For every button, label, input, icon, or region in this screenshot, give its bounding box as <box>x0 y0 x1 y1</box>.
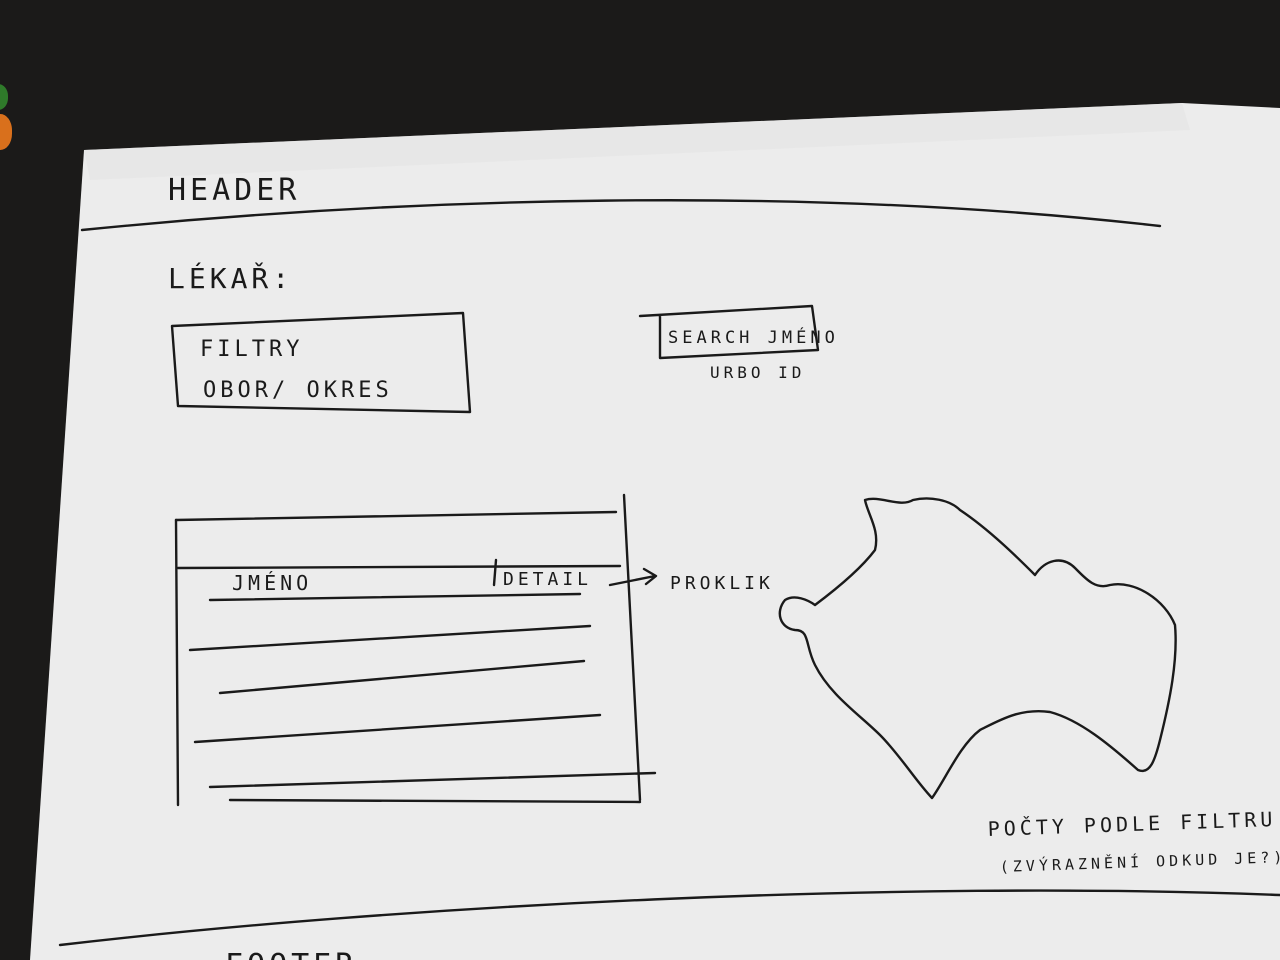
table-header-detail: DETAIL <box>503 569 592 590</box>
filters-box <box>170 311 472 414</box>
filters-title: FILTRY <box>200 337 303 362</box>
search-box <box>638 304 820 360</box>
header-divider <box>80 199 1162 232</box>
footer-divider <box>58 889 1280 947</box>
link-note: PROKLIK <box>670 573 774 594</box>
footer-label: FOOTER <box>225 948 357 960</box>
desk-object-green <box>0 84 8 110</box>
table-header-name: JMÉNO <box>232 571 312 595</box>
page-title: LÉKAŘ: <box>168 261 293 295</box>
header-label: HEADER <box>168 173 300 208</box>
paper-shadow <box>84 103 1190 180</box>
desk-object-orange <box>0 114 12 150</box>
filters-options: OBOR/ OKRES <box>203 378 393 403</box>
proklik-arrow <box>608 567 658 587</box>
map-outline <box>778 497 1177 800</box>
doctor-table <box>174 493 657 807</box>
search-label: SEARCH JMÉNO <box>668 326 839 348</box>
search-caption: URBO ID <box>710 363 805 382</box>
